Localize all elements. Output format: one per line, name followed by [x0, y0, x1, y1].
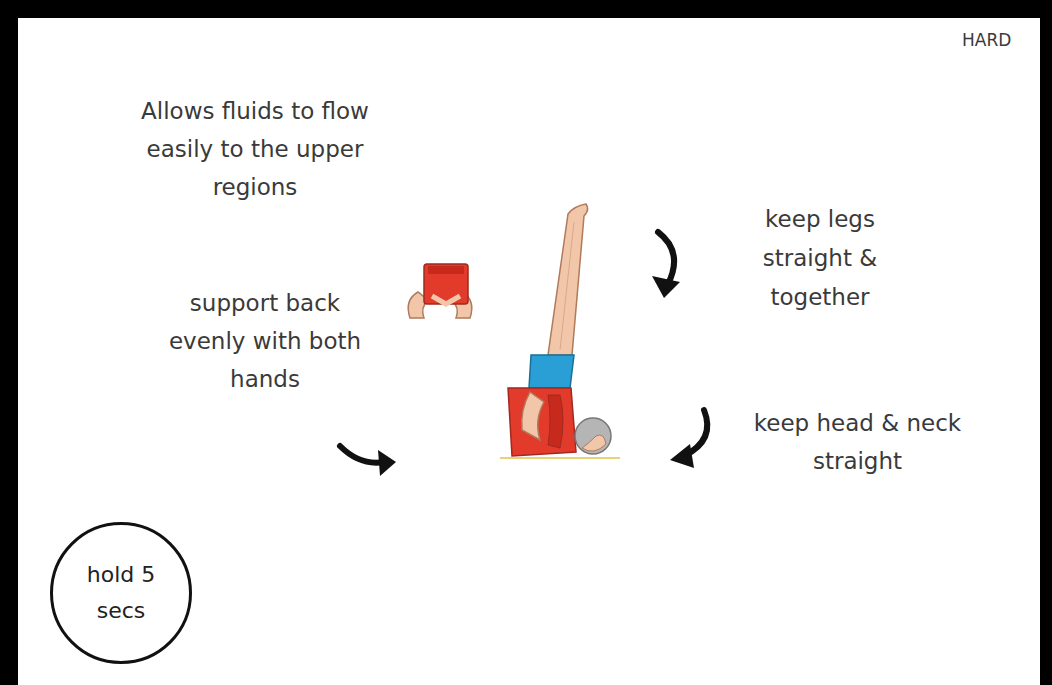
- inset-figure: [408, 264, 472, 318]
- instruction-note: keep head & neck straight: [745, 404, 970, 480]
- leader-arrow: [670, 410, 707, 468]
- instruction-note: keep legs straight & together: [735, 200, 905, 317]
- leader-arrow: [652, 232, 680, 298]
- difficulty-tag: HARD: [962, 22, 1034, 58]
- benefit-note: Allows fluids to flow easily to the uppe…: [120, 92, 390, 206]
- shoulder-stand-figure: [500, 204, 620, 458]
- hold-time-circle: hold 5 secs: [50, 522, 192, 664]
- node-text: hold 5 secs: [76, 557, 166, 629]
- leader-arrow: [340, 446, 396, 476]
- instruction-note: support back evenly with both hands: [160, 284, 370, 398]
